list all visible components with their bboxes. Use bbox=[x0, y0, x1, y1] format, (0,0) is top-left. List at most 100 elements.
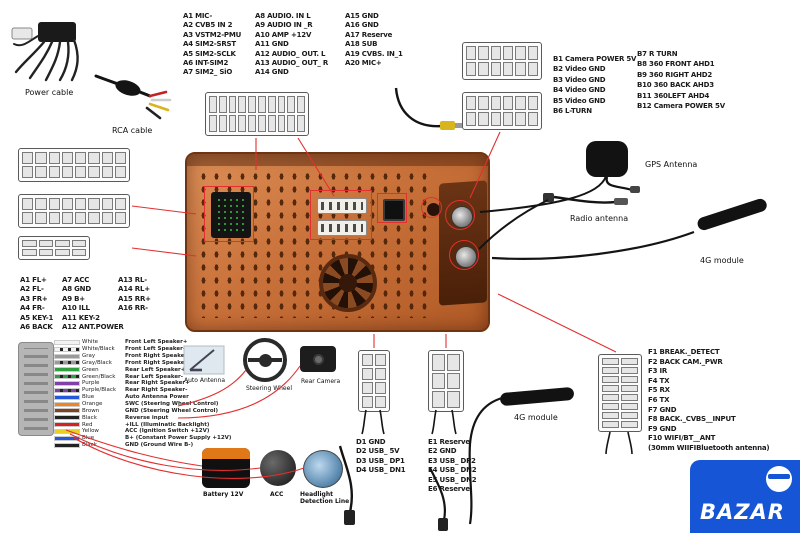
wire-function-label: Rear Right Speaker+ bbox=[125, 380, 190, 387]
wire-color-name: Blue bbox=[82, 435, 95, 442]
gps-antenna-body bbox=[586, 141, 628, 177]
pin-label: E1 Reserve bbox=[428, 438, 470, 446]
wire-function-label: Auto Antenna Power bbox=[125, 394, 189, 401]
rca-cable-label: RCA cable bbox=[112, 126, 153, 135]
power-cable-drawing bbox=[11, 22, 79, 82]
pin-label: A10 ILL bbox=[62, 304, 90, 313]
power-cable-label: Power cable bbox=[25, 88, 74, 97]
pin-label: A5 KEY-1 bbox=[20, 313, 54, 322]
wire-color-name: White/Black bbox=[82, 346, 115, 353]
pin-label: B1 Camera POWER 5V bbox=[553, 55, 637, 63]
highlight-white-sockets bbox=[310, 190, 372, 240]
wire-function-label: Front Right Speaker- bbox=[125, 359, 190, 366]
connector-b-bottom-pins bbox=[466, 96, 538, 126]
bazar-pirate-band bbox=[768, 474, 790, 479]
wire-color-swatch bbox=[54, 360, 80, 366]
pin-label: A8 GND bbox=[62, 285, 91, 294]
wire-color-name: Black bbox=[82, 414, 97, 421]
power-socket-pins bbox=[216, 197, 246, 233]
wire-function-label: Front Left Speaker- bbox=[125, 346, 186, 353]
bazar-watermark: BAZAR bbox=[690, 460, 800, 533]
wire-color-name: Red bbox=[82, 421, 93, 428]
pin-label: A6 BACK bbox=[20, 323, 53, 332]
wire-color-swatch bbox=[54, 367, 80, 373]
pin-label: B5 Video GND bbox=[553, 96, 606, 105]
connector-d-pins bbox=[362, 354, 386, 408]
wire-function-label: ACC (Ignition Switch +12V) bbox=[125, 428, 210, 435]
pin-label: E2 GND bbox=[428, 447, 457, 456]
pin-label: E5 USB_ DN2 bbox=[428, 475, 477, 484]
wire-color-name: Green bbox=[82, 366, 99, 373]
pin-label: B8 360 FRONT AHD1 bbox=[637, 60, 715, 69]
wire-color-swatch bbox=[54, 408, 80, 414]
connector-b-top-pins bbox=[466, 46, 538, 76]
acc-icon bbox=[260, 450, 296, 486]
pin-label: F7 GND bbox=[648, 405, 677, 414]
pin-label: B11 360LEFT AHD4 bbox=[637, 91, 710, 100]
pin-label: A14 RL+ bbox=[118, 285, 150, 294]
pin-label: B9 360 RIGHT AHD2 bbox=[637, 70, 713, 79]
pin-label: A16 GND bbox=[345, 21, 379, 30]
cooling-fan bbox=[319, 254, 377, 312]
wire-row: Brown GND (Steering Wheel Control) bbox=[54, 407, 231, 414]
wire-color-swatch bbox=[54, 422, 80, 428]
pin-label: A6 INT-SIM2 bbox=[183, 59, 229, 68]
pin-label: A13 RL- bbox=[118, 276, 147, 284]
pin-label: A11 KEY-2 bbox=[62, 313, 100, 322]
pin-label: A2 FL- bbox=[20, 285, 44, 294]
connector-f-pins bbox=[602, 358, 638, 428]
wire-row: Black GND (Ground Wire B-) bbox=[54, 442, 231, 449]
pin-label: A15 RR+ bbox=[118, 294, 151, 303]
pin-label: F2 BACK CAM._PWR bbox=[648, 357, 723, 366]
steering-wheel-label: Steering Wheel bbox=[246, 385, 292, 392]
pin-label: D3 USB_ DP1 bbox=[356, 456, 405, 465]
wire-function-label: +ILL (Illuminatic Backlight) bbox=[125, 421, 210, 428]
wire-row: Black Reverse input bbox=[54, 414, 231, 421]
pin-label: A17 Reserve bbox=[345, 30, 393, 39]
pin-label: A2 CVB5 IN 2 bbox=[183, 21, 233, 30]
module-4g-right-drawing bbox=[491, 198, 767, 260]
connector-f bbox=[598, 354, 642, 432]
head-unit-rear-panel bbox=[185, 152, 490, 332]
rear-camera-label: Rear Camera bbox=[301, 378, 341, 385]
pin-label: F1 BREAK._DETECT bbox=[648, 348, 720, 356]
rca-cable-drawing bbox=[94, 74, 172, 120]
pin-label: A16 RR- bbox=[118, 304, 148, 313]
wire-color-swatch bbox=[54, 442, 80, 448]
pin-label: A14 GND bbox=[255, 68, 289, 77]
pin-label: A8 AUDIO. IN L bbox=[255, 12, 311, 20]
harness-connector-slots bbox=[24, 348, 48, 430]
pin-label: A18 SUB bbox=[345, 40, 378, 49]
connector-b-top bbox=[462, 42, 542, 80]
wire-color-name: Black bbox=[82, 442, 97, 449]
module-4g-right-body bbox=[697, 198, 767, 231]
wire-function-label: Rear Left Speaker+ bbox=[125, 366, 186, 373]
pin-label: B7 R TURN bbox=[637, 50, 678, 58]
wire-color-swatch bbox=[54, 387, 80, 393]
connector-e-pins bbox=[432, 354, 460, 408]
connector-iso-3-pins bbox=[22, 240, 86, 256]
pin-label: F3 IR bbox=[648, 367, 668, 376]
wire-color-name: White bbox=[82, 339, 98, 346]
connector-a-pins bbox=[209, 96, 305, 132]
wire-color-swatch bbox=[54, 401, 80, 407]
highlight-round-port bbox=[421, 197, 442, 218]
wire-row: Red +ILL (Illuminatic Backlight) bbox=[54, 421, 231, 428]
pin-label: A3 VSTM2-PMU bbox=[183, 30, 242, 39]
wire-row: Blue Auto Antenna Power bbox=[54, 394, 231, 401]
wire-color-name: Green/Black bbox=[82, 373, 116, 380]
highlight-radio-jack bbox=[445, 200, 475, 230]
wire-color-name: Purple bbox=[82, 380, 100, 387]
wire-color-swatch bbox=[54, 415, 80, 421]
wire-color-swatch bbox=[54, 428, 80, 434]
pin-label: F10 WIFI/BT__ANT bbox=[648, 434, 716, 443]
pin-label: A7 SIM2_ SiO bbox=[183, 68, 233, 77]
